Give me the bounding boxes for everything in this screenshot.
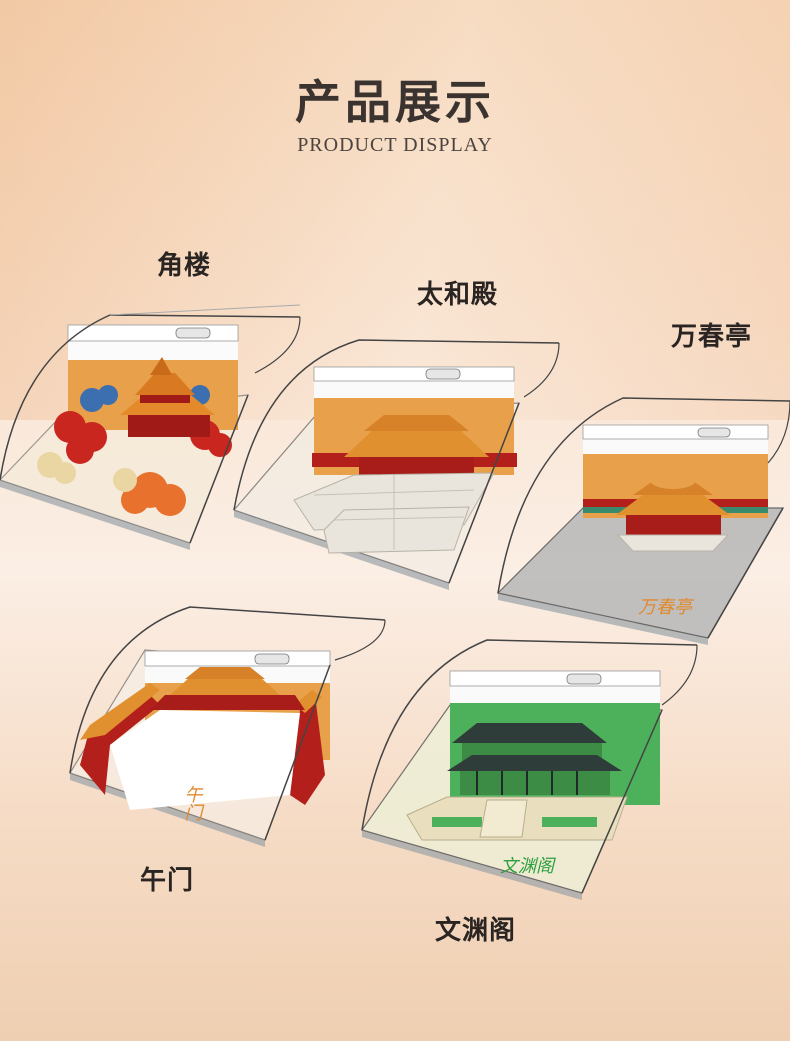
page-subtitle: PRODUCT DISPLAY xyxy=(297,134,493,156)
page-title: 产品展示 xyxy=(295,75,495,129)
product-wanchunting-image: 万春亭 xyxy=(496,397,790,645)
product-jiaolou-image xyxy=(0,304,301,550)
product-taihedian xyxy=(232,325,560,590)
product-wumen-image: 午门 xyxy=(69,606,386,847)
product-label-jiaolou: 角楼 xyxy=(157,251,212,281)
product-stamp-wanchunting: 万春亭 xyxy=(638,597,695,618)
product-jiaolou xyxy=(0,295,301,555)
product-label-wenyuange: 文渊阁 xyxy=(435,916,517,946)
product-wumen: 午门 xyxy=(60,595,386,850)
product-taihedian-image xyxy=(232,339,560,590)
product-wanchunting: 万春亭 xyxy=(496,383,790,645)
product-stamp-wenyuange: 文渊阁 xyxy=(500,856,556,877)
product-wenyuange: 文渊阁 xyxy=(361,625,698,900)
product-wenyuange-image: 文渊阁 xyxy=(361,639,698,900)
product-label-taihedian: 太和殿 xyxy=(417,280,499,310)
product-label-wanchunting: 万春亭 xyxy=(671,322,753,352)
product-stamp-wumen: 午门 xyxy=(182,785,203,821)
product-label-wumen: 午门 xyxy=(140,866,195,896)
